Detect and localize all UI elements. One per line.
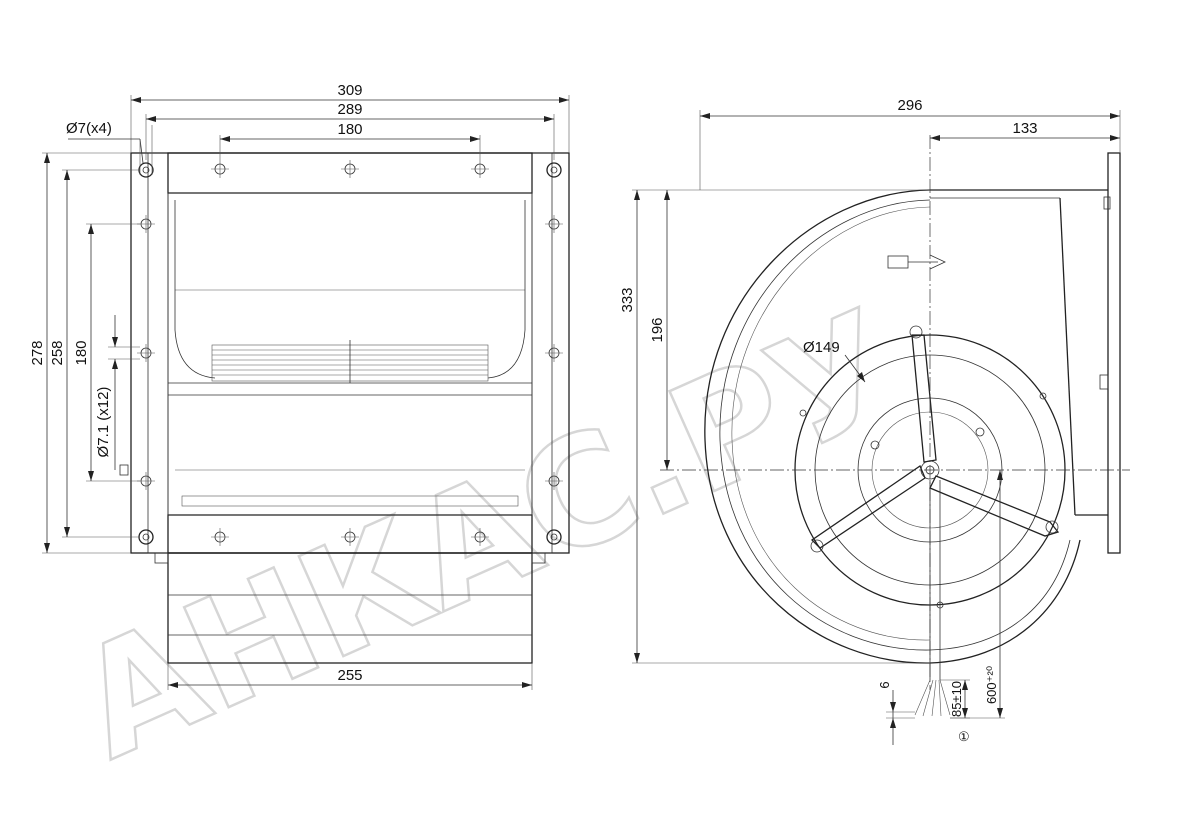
dim-333-label: 333 bbox=[619, 287, 636, 312]
outlet-bracket bbox=[1099, 374, 1109, 390]
dim-289-label: 289 bbox=[337, 101, 362, 118]
dim-278-label: 278 bbox=[29, 340, 46, 365]
cable-marker: ① bbox=[958, 729, 970, 744]
dim-corner-hole-label: Ø7(x4) bbox=[66, 120, 112, 137]
dim-85-label: 85±10 bbox=[949, 681, 964, 717]
dim-6-label: 6 bbox=[877, 681, 892, 688]
scroll-curve bbox=[174, 200, 526, 379]
side-view: 296 133 333 196 Ø149 bbox=[619, 97, 1130, 745]
volute-outer bbox=[704, 189, 1081, 664]
cable-bundle bbox=[914, 480, 951, 717]
impeller-blades bbox=[211, 340, 489, 383]
hub-bolt bbox=[870, 440, 880, 450]
dim-149-label: Ø149 bbox=[803, 339, 840, 356]
dim-255: 255 bbox=[167, 663, 533, 690]
dim-180-top: 180 bbox=[219, 121, 481, 160]
volute-inner-2 bbox=[731, 206, 931, 641]
dim-180-top-label: 180 bbox=[337, 121, 362, 138]
dim-309: 309 bbox=[130, 82, 570, 153]
dim-196: 196 bbox=[649, 190, 670, 470]
dim-196-label: 196 bbox=[649, 317, 666, 342]
dim-133: 133 bbox=[930, 120, 1120, 141]
dim-255-label: 255 bbox=[337, 667, 362, 684]
dim-hole-corner: Ø7(x4) bbox=[66, 120, 153, 175]
dim-258-label: 258 bbox=[49, 340, 66, 365]
dim-309-label: 309 bbox=[337, 82, 362, 99]
airflow-arrow-icon bbox=[887, 254, 946, 270]
dim-333: 333 bbox=[619, 189, 930, 664]
housing-body bbox=[167, 192, 533, 516]
inlet-tab-left bbox=[154, 552, 169, 564]
dim-289: 289 bbox=[145, 101, 555, 160]
inlet-tab-right bbox=[531, 552, 546, 564]
hub-bolt-2 bbox=[975, 427, 985, 437]
dim-inlet-diameter: Ø149 bbox=[803, 339, 866, 383]
mounting-holes bbox=[137, 160, 563, 546]
support-arms bbox=[810, 325, 1060, 553]
volute-inner bbox=[719, 199, 1071, 651]
dim-side-holes: Ø7.1 (x12) bbox=[95, 315, 140, 476]
outlet-tab bbox=[1103, 196, 1111, 210]
dim-296-label: 296 bbox=[897, 97, 922, 114]
front-view: 309 289 180 Ø7(x4) bbox=[29, 82, 570, 690]
scroll-bolt-2 bbox=[799, 409, 807, 417]
outlet-flange bbox=[1107, 152, 1121, 554]
dim-258: 258 bbox=[49, 169, 140, 538]
dim-278: 278 bbox=[29, 152, 131, 554]
outlet-side bbox=[1059, 197, 1076, 516]
dim-6: 6 bbox=[877, 681, 915, 745]
dim-180-side-label: 180 bbox=[73, 340, 90, 365]
dim-600-label: 600⁺²⁰ bbox=[984, 666, 999, 704]
inlet-body bbox=[167, 552, 533, 664]
scroll-bolt bbox=[1039, 392, 1047, 400]
dim-side-holes-label: Ø7.1 (x12) bbox=[95, 387, 112, 458]
lower-strip bbox=[181, 495, 519, 507]
dim-296: 296 bbox=[699, 97, 1121, 190]
dim-180-side: 180 bbox=[73, 223, 140, 482]
dim-133-label: 133 bbox=[1012, 120, 1037, 137]
dim-85: 85±10 bbox=[940, 679, 970, 719]
dim-600: 600⁺²⁰ bbox=[950, 470, 1005, 719]
